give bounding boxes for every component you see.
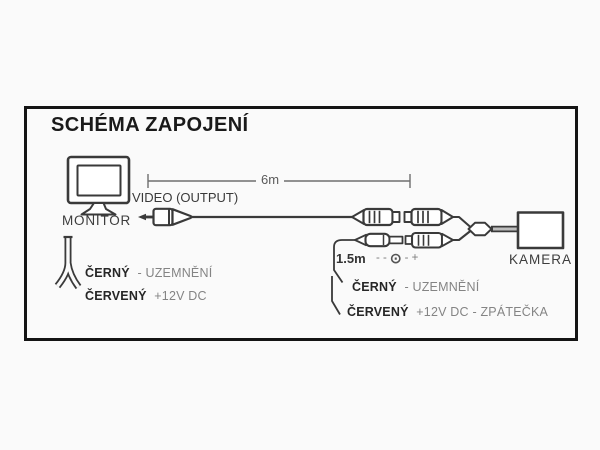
dc-polarity-plus: - +: [404, 252, 419, 264]
wire-name: ČERNÝ: [352, 280, 397, 294]
camera-label: KAMERA: [509, 252, 573, 267]
monitor-label: MONITOR: [62, 213, 132, 228]
dc-polarity-icon: - - ⊙ - +: [376, 251, 418, 265]
video-output-label: VIDEO (OUTPUT): [132, 190, 239, 205]
wire-desc: - UZEMNĚNÍ: [137, 266, 213, 280]
dc-connector-pair: [354, 229, 472, 249]
wire-desc: +12V DC: [154, 289, 207, 303]
monitor-red-wire-label: ČERVENÝ +12V DC: [85, 289, 207, 303]
wire-desc: +12V DC - ZPÁTEČKA: [416, 305, 549, 319]
wire-name: ČERVENÝ: [347, 305, 409, 319]
diagram-title: SCHÉMA ZAPOJENÍ: [51, 114, 249, 136]
dc-polarity-minus: - -: [376, 252, 387, 264]
wire-desc: - UZEMNĚNÍ: [404, 280, 480, 294]
monitor-black-wire-label: ČERNÝ - UZEMNĚNÍ: [85, 266, 212, 280]
main-cable-length-label: 6m: [256, 172, 285, 187]
rca-connector-pair: [351, 207, 472, 229]
diagram-border-frame: [24, 106, 578, 341]
camera-box: [516, 211, 565, 250]
wire-name: ČERNÝ: [85, 266, 130, 280]
rca-plug-icon: [138, 207, 193, 227]
wire-name: ČERVENÝ: [85, 289, 147, 303]
camera-black-wire-label: ČERNÝ - UZEMNĚNÍ: [352, 280, 479, 294]
dc-polarity-center-dot: ⊙: [389, 250, 402, 266]
power-wire-bracket: [331, 239, 356, 315]
monitor-icon: [66, 155, 131, 216]
camera-plug-icon: [467, 221, 493, 237]
power-wire-fork-icon: [54, 235, 82, 290]
camera-red-wire-label: ČERVENÝ +12V DC - ZPÁTEČKA: [347, 305, 548, 319]
power-cable-length-label: 1.5m: [336, 251, 366, 266]
